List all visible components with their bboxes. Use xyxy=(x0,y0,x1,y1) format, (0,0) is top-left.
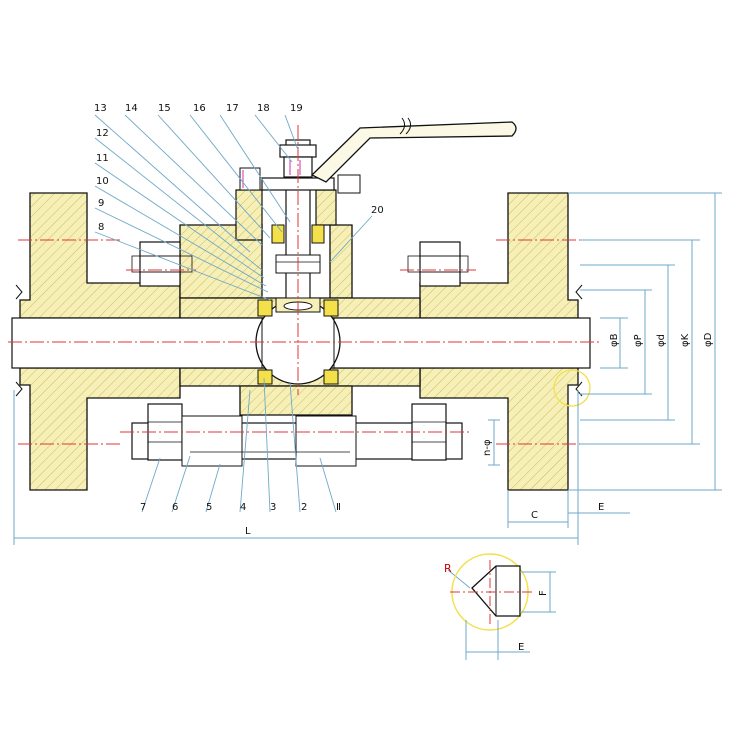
dim-label-seal-dia: φd xyxy=(656,334,667,347)
dim-label-face-height: E xyxy=(598,502,604,513)
leader-lines xyxy=(94,114,471,589)
detail-marker-circle xyxy=(553,369,591,407)
part-label-18: 18 xyxy=(257,103,270,114)
dimension-labels: φB φP φd φK φD n-φ L C E R F E xyxy=(245,332,714,653)
dim-label-detail-width: E xyxy=(518,642,524,653)
part-label-13: 13 xyxy=(94,103,107,114)
dim-label-bolt-circle: φK xyxy=(680,333,691,347)
dim-label-flange-thickness: C xyxy=(531,510,538,521)
dim-label-bolt-holes: n-φ xyxy=(482,439,493,456)
part-label-10: 10 xyxy=(96,176,109,187)
dim-label-raised-face: φP xyxy=(633,334,644,347)
dimension-lines xyxy=(13,192,722,545)
dim-label-detail-height: F xyxy=(538,590,549,596)
dim-label-bore: φB xyxy=(609,333,620,347)
part-label-14: 14 xyxy=(125,103,138,114)
chamfer-marks xyxy=(15,284,583,397)
part-label-1: Ⅱ xyxy=(336,502,341,513)
part-label-6: 6 xyxy=(172,502,178,513)
part-label-4: 4 xyxy=(240,502,246,513)
part-label-8: 8 xyxy=(98,222,104,233)
handle-assembly xyxy=(239,117,517,194)
detail-view xyxy=(450,553,556,660)
part-label-12: 12 xyxy=(96,128,109,139)
part-label-3: 3 xyxy=(270,502,276,513)
part-label-7: 7 xyxy=(140,502,146,513)
dim-label-length: L xyxy=(245,526,251,537)
part-label-15: 15 xyxy=(158,103,171,114)
part-label-17: 17 xyxy=(226,103,239,114)
centerlines xyxy=(8,125,600,445)
part-label-9: 9 xyxy=(98,198,104,209)
bottom-bolts xyxy=(131,403,463,467)
dim-label-detail-radius: R xyxy=(444,562,452,575)
part-label-16: 16 xyxy=(193,103,206,114)
part-label-11: 11 xyxy=(96,153,109,164)
part-number-labels: 13 14 15 16 17 18 19 12 11 10 9 8 7 6 5 … xyxy=(94,103,384,513)
left-flange xyxy=(19,192,181,491)
top-bolts xyxy=(131,241,469,287)
part-label-20: 20 xyxy=(371,205,384,216)
part-label-19: 19 xyxy=(290,103,303,114)
dim-label-outer-dia: φD xyxy=(703,332,714,347)
part-label-2: 2 xyxy=(301,502,307,513)
part-label-5: 5 xyxy=(206,502,212,513)
